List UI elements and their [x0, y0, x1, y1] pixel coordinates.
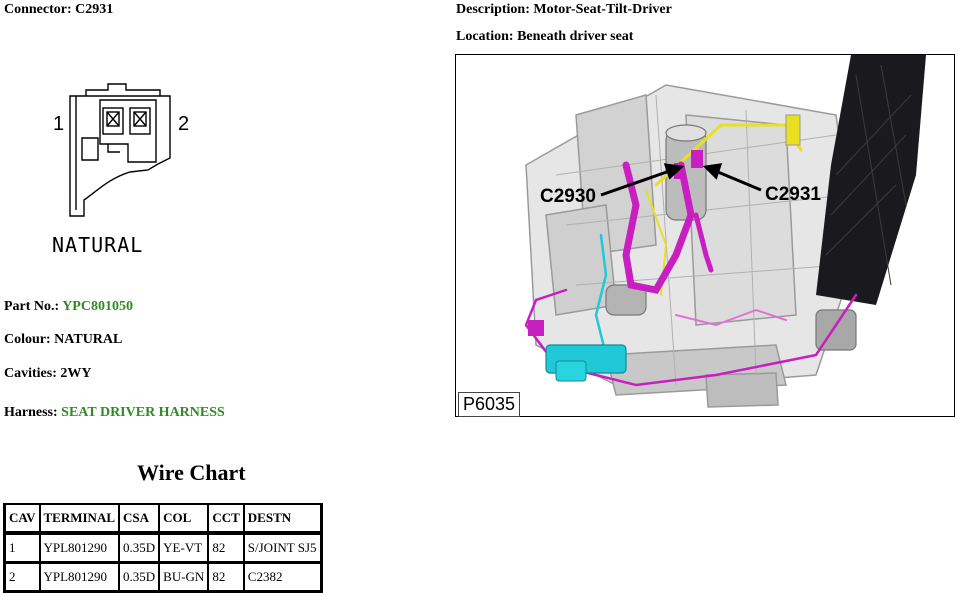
- cavities-row: Cavities: 2WY: [4, 366, 92, 382]
- connector-colour-caption: NATURAL: [52, 233, 144, 257]
- cell-csa: 0.35D: [119, 562, 160, 591]
- description-heading: Description: Motor-Seat-Tilt-Driver: [456, 2, 672, 18]
- cell-cav: 1: [5, 533, 40, 562]
- colour-value: NATURAL: [54, 332, 123, 347]
- harness-label: Harness:: [4, 405, 58, 420]
- table-header-row: CAV TERMINAL CSA COL CCT DESTN: [5, 505, 321, 533]
- location-heading: Location: Beneath driver seat: [456, 29, 633, 45]
- table-row: 2 YPL801290 0.35D BU-GN 82 C2382: [5, 562, 321, 591]
- location-value: Beneath driver seat: [517, 29, 634, 44]
- column-header-col: COL: [159, 505, 209, 533]
- cell-terminal: YPL801290: [39, 562, 120, 591]
- column-header-terminal: TERMINAL: [39, 505, 120, 533]
- part-number-label: Part No.:: [4, 299, 60, 314]
- callout-c2931: C2931: [765, 184, 821, 205]
- description-value: Motor-Seat-Tilt-Driver: [533, 2, 672, 17]
- connector-face-drawing: 1 2: [53, 83, 189, 217]
- column-header-csa: CSA: [119, 505, 160, 533]
- cell-cct: 82: [208, 533, 244, 562]
- cell-col: YE-VT: [159, 533, 209, 562]
- wire-chart-title: Wire Chart: [137, 460, 246, 485]
- location-photo: C2930 C2931: [455, 54, 955, 417]
- wire-chart-table: CAV TERMINAL CSA COL CCT DESTN 1 YPL8012…: [3, 503, 323, 593]
- colour-label: Colour:: [4, 332, 51, 347]
- connector-label: Connector:: [4, 2, 72, 17]
- cell-cct: 82: [208, 562, 244, 591]
- cell-destn: S/JOINT SJ5: [243, 533, 321, 562]
- part-number-link[interactable]: YPC801050: [62, 299, 133, 314]
- connector-value: C2931: [75, 2, 114, 17]
- cavities-value: 2WY: [60, 366, 92, 381]
- harness-link[interactable]: SEAT DRIVER HARNESS: [61, 405, 225, 420]
- column-header-cct: CCT: [208, 505, 244, 533]
- location-label: Location:: [456, 29, 514, 44]
- part-number-row: Part No.: YPC801050: [4, 299, 133, 315]
- cell-destn: C2382: [243, 562, 321, 591]
- callout-c2930: C2930: [540, 186, 596, 207]
- cell-terminal: YPL801290: [39, 533, 120, 562]
- table-row: 1 YPL801290 0.35D YE-VT 82 S/JOINT SJ5: [5, 533, 321, 562]
- cell-csa: 0.35D: [119, 533, 160, 562]
- connector-heading: Connector: C2931: [4, 2, 113, 18]
- pin-label-1: 1: [53, 113, 64, 135]
- cavities-label: Cavities:: [4, 366, 57, 381]
- cell-cav: 2: [5, 562, 40, 591]
- harness-row: Harness: SEAT DRIVER HARNESS: [4, 405, 225, 421]
- column-header-cav: CAV: [5, 505, 40, 533]
- seat-frame-illustration: [456, 55, 954, 416]
- pin-label-2: 2: [178, 113, 189, 135]
- column-header-destn: DESTN: [243, 505, 321, 533]
- description-label: Description:: [456, 2, 530, 17]
- cell-col: BU-GN: [159, 562, 209, 591]
- colour-row: Colour: NATURAL: [4, 332, 122, 348]
- photo-id-label: P6035: [458, 392, 521, 417]
